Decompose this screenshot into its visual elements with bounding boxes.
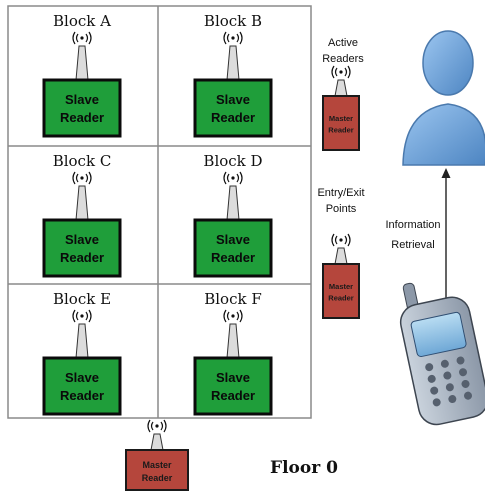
information-retrieval-label-line2: Retrieval (391, 239, 434, 251)
slave-antenna-icon (223, 171, 243, 221)
slave-reader-label-line2: Reader (60, 250, 104, 265)
slave-reader-label-line2: Reader (211, 250, 255, 265)
slave-reader-label-line2: Reader (211, 388, 255, 403)
slave-reader-label-line1: Slave (65, 370, 99, 385)
master-antenna-icon (147, 419, 167, 451)
slave-reader-label-line1: Slave (65, 232, 99, 247)
block-label: Block B (204, 12, 262, 30)
slave-reader-label-line1: Slave (65, 92, 99, 107)
slave-antenna-icon (223, 31, 243, 81)
block-label: Block C (53, 152, 112, 170)
block-label: Block F (204, 290, 262, 308)
active-readers-label-line1: Active (328, 37, 358, 49)
master-antenna-icon (331, 65, 351, 97)
master-reader-label-line2: Reader (328, 294, 354, 303)
slave-reader-label-line2: Reader (211, 110, 255, 125)
slave-reader-label-line2: Reader (60, 110, 104, 125)
block-label: Block A (53, 12, 111, 30)
information-flow-arrow (441, 168, 451, 298)
slave-antenna-icon (223, 309, 243, 359)
master-reader-label-line2: Reader (142, 473, 173, 483)
entry-exit-label-line2: Points (326, 203, 357, 215)
slave-antenna-icon (72, 31, 92, 81)
master-reader-label-line1: Master (142, 460, 172, 470)
floor-plan-grid (7, 5, 312, 419)
block-label: Block D (203, 152, 262, 170)
information-retrieval-label-line1: Information (385, 219, 440, 231)
slave-reader-label-line2: Reader (60, 388, 104, 403)
slave-reader-label-line1: Slave (216, 92, 250, 107)
entry-exit-label-line1: Entry/Exit (317, 187, 364, 199)
master-antenna-icon (331, 233, 351, 265)
active-readers-label-line2: Readers (322, 53, 364, 65)
slave-antenna-icon (72, 309, 92, 359)
master-reader-label-line1: Master (329, 282, 353, 291)
master-reader-label-line1: Master (329, 114, 353, 123)
slave-reader-label-line1: Slave (216, 232, 250, 247)
floor-label: Floor 0 (270, 458, 338, 478)
mobile-phone-icon (399, 282, 485, 426)
user-person-icon (402, 30, 485, 166)
block-label: Block E (53, 290, 111, 308)
slave-reader-label-line1: Slave (216, 370, 250, 385)
master-reader-label-line2: Reader (328, 126, 354, 135)
slave-antenna-icon (72, 171, 92, 221)
